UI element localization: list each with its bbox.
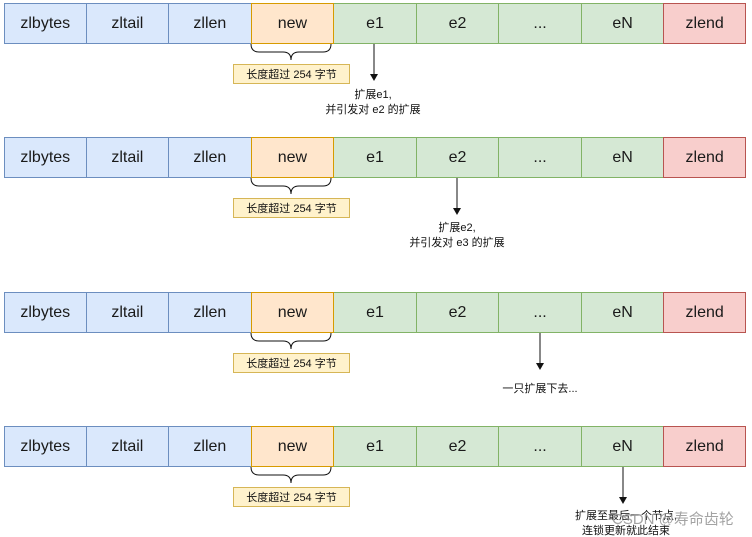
- cascade-note: 扩展至最后一个节点, 连锁更新就此结束: [556, 509, 696, 537]
- cell-zlend: zlend: [663, 3, 746, 44]
- cell-zllen: zllen: [168, 3, 252, 44]
- brace-under-new: [250, 466, 332, 484]
- cascade-note: 扩展e1, 并引发对 e2 的扩展: [308, 88, 438, 118]
- cell-zlbytes: zlbytes: [4, 292, 87, 333]
- cell-ellipsis: ...: [498, 3, 582, 44]
- note-line-1: 扩展至最后一个节点,: [574, 510, 678, 522]
- brace-under-new: [250, 177, 332, 195]
- cell-zllen: zllen: [168, 292, 252, 333]
- cell-new: new: [250, 3, 335, 44]
- size-exceed-tag: 长度超过 254 字节: [233, 353, 350, 373]
- note-line-2: 并引发对 e2 的扩展: [325, 104, 421, 116]
- brace-under-new: [250, 332, 332, 350]
- arrow-down: [536, 333, 544, 370]
- cell-zltail: zltail: [85, 426, 170, 467]
- cell-new: new: [250, 426, 335, 467]
- ziplist-row-2: zlbytes zltail zllen new e1 e2 ... eN zl…: [4, 137, 746, 178]
- cell-zltail: zltail: [85, 137, 170, 178]
- cell-ellipsis: ...: [498, 292, 582, 333]
- cell-zlend: zlend: [663, 292, 746, 333]
- cell-eN: eN: [580, 3, 665, 44]
- cell-zllen: zllen: [168, 426, 252, 467]
- cell-eN: eN: [580, 292, 665, 333]
- brace-under-new: [250, 43, 332, 61]
- note-line-2: 并引发对 e3 的扩展: [409, 237, 505, 249]
- cell-zltail: zltail: [85, 292, 170, 333]
- arrow-down: [370, 44, 378, 81]
- note-line-2: 连锁更新就此结束: [582, 525, 670, 537]
- note-line-1: 一只扩展下去...: [502, 383, 578, 395]
- ziplist-row-3: zlbytes zltail zllen new e1 e2 ... eN zl…: [4, 292, 746, 333]
- cell-zlend: zlend: [663, 426, 746, 467]
- note-line-1: 扩展e1,: [354, 89, 392, 101]
- cell-ellipsis: ...: [498, 426, 582, 467]
- cell-new: new: [250, 137, 335, 178]
- cell-e1: e1: [333, 426, 417, 467]
- cell-e2: e2: [415, 292, 500, 333]
- cell-eN: eN: [580, 426, 665, 467]
- cell-zlbytes: zlbytes: [4, 426, 87, 467]
- size-exceed-tag: 长度超过 254 字节: [233, 64, 350, 84]
- cell-e1: e1: [333, 3, 417, 44]
- cell-e1: e1: [333, 292, 417, 333]
- size-exceed-tag: 长度超过 254 字节: [233, 198, 350, 218]
- watermark: CSDN @寿命齿轮: [612, 511, 734, 528]
- cascade-note: 扩展e2, 并引发对 e3 的扩展: [392, 221, 522, 251]
- cell-e2: e2: [415, 137, 500, 178]
- cell-ellipsis: ...: [498, 137, 582, 178]
- cell-e2: e2: [415, 3, 500, 44]
- cell-e1: e1: [333, 137, 417, 178]
- cell-zllen: zllen: [168, 137, 252, 178]
- cell-zltail: zltail: [85, 3, 170, 44]
- cell-zlbytes: zlbytes: [4, 3, 87, 44]
- arrow-down: [453, 178, 461, 215]
- cell-zlend: zlend: [663, 137, 746, 178]
- ziplist-row-4: zlbytes zltail zllen new e1 e2 ... eN zl…: [4, 426, 746, 467]
- note-line-1: 扩展e2,: [438, 222, 476, 234]
- cell-zlbytes: zlbytes: [4, 137, 87, 178]
- ziplist-row-1: zlbytes zltail zllen new e1 e2 ... eN zl…: [4, 3, 746, 44]
- cell-e2: e2: [415, 426, 500, 467]
- cascade-note: 一只扩展下去...: [478, 382, 602, 397]
- arrow-down: [619, 467, 627, 504]
- cell-new: new: [250, 292, 335, 333]
- cell-eN: eN: [580, 137, 665, 178]
- size-exceed-tag: 长度超过 254 字节: [233, 487, 350, 507]
